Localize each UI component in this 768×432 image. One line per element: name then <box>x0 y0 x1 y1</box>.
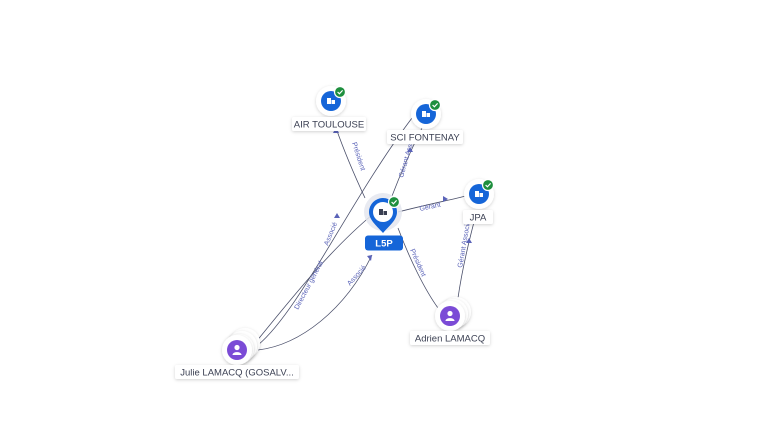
edge-label-gerant-jpa: Gérant <box>419 202 441 213</box>
check-badge-icon <box>387 195 401 209</box>
edge-julie-l5p-associe[interactable] <box>257 254 373 351</box>
node-adrien-lamacq[interactable] <box>435 297 471 331</box>
node-label-adrien-lamacq: Adrien LAMACQ <box>410 331 490 345</box>
edge-label-directeur-general: Directeur général <box>294 260 326 311</box>
node-l5p[interactable] <box>364 193 402 233</box>
node-sci-fontenay[interactable] <box>411 98 442 129</box>
node-julie-lamacq[interactable] <box>222 328 260 365</box>
check-badge-icon <box>333 85 347 99</box>
edge-label-gerant-associe-jpa: Gérant Associé <box>457 220 472 268</box>
svg-text:Julie LAMACQ (GOSALV...: Julie LAMACQ (GOSALV... <box>180 368 294 379</box>
node-air-toulouse[interactable] <box>316 85 347 116</box>
node-label-sci-fontenay: SCI FONTENAY <box>387 130 463 144</box>
building-icon-glyph <box>327 98 335 104</box>
svg-text:JPA: JPA <box>470 213 487 224</box>
check-badge-icon <box>428 98 442 112</box>
edge-julie-l5p-dg[interactable] <box>255 214 373 343</box>
building-icon <box>379 209 387 215</box>
edge-label-associe-julie-l5p: Associé <box>346 264 368 287</box>
check-badge-icon <box>481 178 495 192</box>
node-label-julie-lamacq: Julie LAMACQ (GOSALV... <box>175 365 299 379</box>
edge-julie-sci-fontenay[interactable] <box>257 117 413 346</box>
edge-adrien-jpa[interactable] <box>457 221 475 299</box>
edge-arrowheads <box>333 127 472 261</box>
building-icon-glyph <box>475 191 483 197</box>
svg-text:Adrien LAMACQ: Adrien LAMACQ <box>415 334 485 345</box>
svg-text:SCI FONTENAY: SCI FONTENAY <box>390 133 460 144</box>
svg-text:AIR TOULOUSE: AIR TOULOUSE <box>294 120 364 131</box>
node-jpa[interactable] <box>464 178 495 209</box>
edge-label-president-air: Président <box>350 141 366 171</box>
edge-l5p-jpa[interactable] <box>397 195 467 213</box>
node-label-l5p[interactable]: L5P <box>365 235 403 251</box>
node-label-jpa: JPA <box>463 210 493 224</box>
edges <box>255 117 475 351</box>
svg-text:L5P: L5P <box>375 239 393 250</box>
user-icon-glyph <box>232 344 242 355</box>
building-icon-glyph <box>422 111 430 117</box>
node-label-air-toulouse: AIR TOULOUSE <box>292 117 366 131</box>
user-icon-glyph <box>445 310 455 321</box>
